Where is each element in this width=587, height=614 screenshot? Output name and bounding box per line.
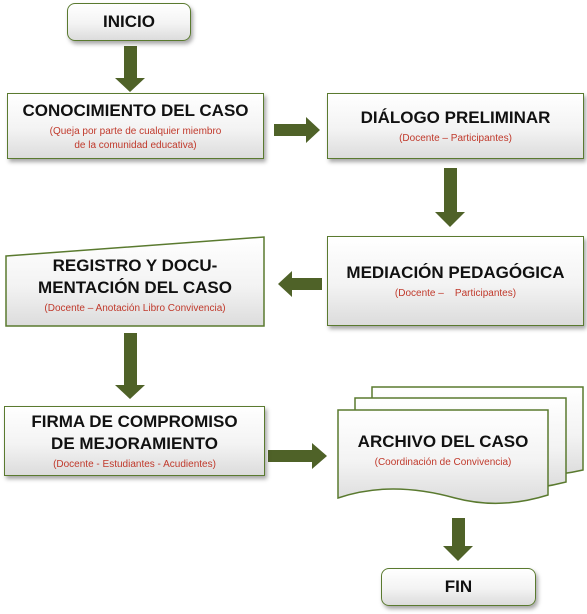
conocimiento-subtitle: (Queja por parte de cualquier miembro de… bbox=[49, 125, 222, 151]
firma-subtitle: (Docente - Estudiantes - Acudientes) bbox=[53, 458, 216, 470]
firma-title: FIRMA DE COMPROMISO DE MEJORAMIENTO bbox=[31, 411, 238, 453]
registro-node: REGISTRO Y DOCU- MENTACIÓN DEL CASO (Doc… bbox=[6, 245, 264, 325]
registro-subtitle: (Docente – Anotación Libro Convivencia) bbox=[44, 302, 226, 314]
archivo-shape-front bbox=[337, 409, 549, 505]
dialogo-subtitle: (Docente – Participantes) bbox=[399, 132, 512, 144]
mediacion-subtitle: (Docente – Participantes) bbox=[394, 287, 517, 299]
mediacion-title: MEDIACIÓN PEDAGÓGICA bbox=[346, 262, 565, 282]
mediacion-node: MEDIACIÓN PEDAGÓGICA (Docente – Particip… bbox=[327, 236, 584, 326]
conocimiento-title: CONOCIMIENTO DEL CASO bbox=[22, 100, 249, 120]
archivo-subtitle: (Coordinación de Convivencia) bbox=[374, 456, 512, 468]
arrow-dialogo-mediacion bbox=[435, 168, 465, 227]
arrow-firma-archivo bbox=[268, 443, 327, 469]
inicio-node: INICIO bbox=[67, 3, 191, 41]
archivo-node: ARCHIVO DEL CASO (Coordinación de Conviv… bbox=[338, 420, 548, 480]
fin-title: FIN bbox=[444, 577, 473, 596]
arrow-inicio-conocimiento bbox=[115, 46, 145, 92]
conocimiento-node: CONOCIMIENTO DEL CASO (Queja por parte d… bbox=[7, 93, 264, 159]
arrow-registro-firma bbox=[115, 333, 145, 399]
arrow-conocimiento-dialogo bbox=[274, 117, 320, 143]
dialogo-node: DIÁLOGO PRELIMINAR (Docente – Participan… bbox=[327, 93, 584, 159]
dialogo-title: DIÁLOGO PRELIMINAR bbox=[360, 107, 551, 127]
archivo-title: ARCHIVO DEL CASO bbox=[357, 431, 529, 451]
fin-node: FIN bbox=[381, 568, 536, 606]
arrow-group bbox=[115, 46, 473, 561]
arrow-mediacion-registro bbox=[278, 271, 322, 297]
registro-title: REGISTRO Y DOCU- MENTACIÓN DEL CASO bbox=[38, 255, 232, 297]
registro-shape bbox=[5, 236, 265, 327]
firma-node: FIRMA DE COMPROMISO DE MEJORAMIENTO (Doc… bbox=[4, 406, 265, 476]
arrow-archivo-fin bbox=[443, 518, 473, 561]
inicio-title: INICIO bbox=[103, 12, 155, 31]
